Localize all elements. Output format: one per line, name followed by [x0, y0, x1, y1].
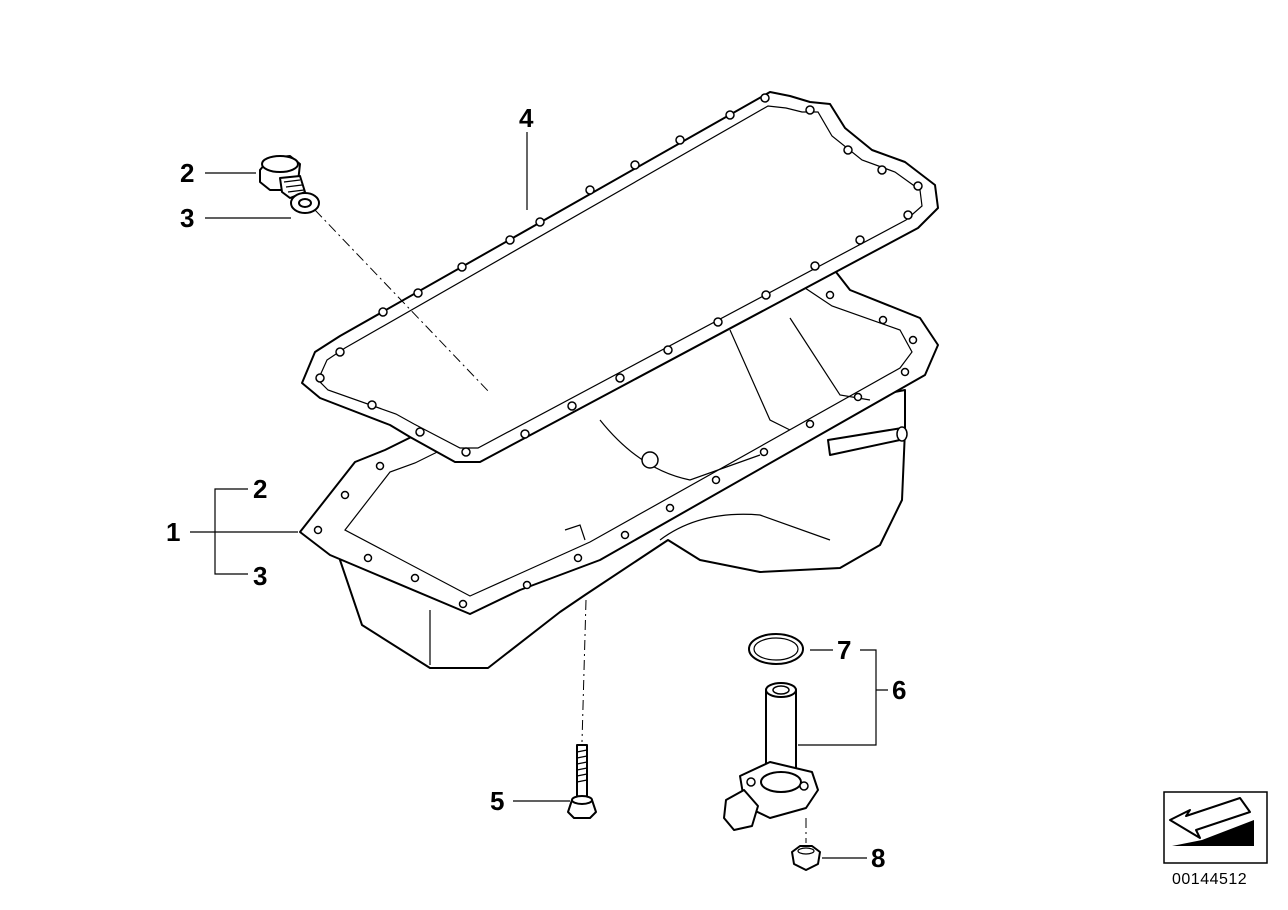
callout-oil-pan: 1	[166, 517, 180, 547]
oil-pan-bolt[interactable]	[567, 744, 597, 819]
sensor-nut[interactable]	[791, 845, 821, 871]
callout-drain-plug-group: 2	[253, 474, 267, 504]
callout-seal-ring: 3	[180, 203, 194, 233]
assembly-lines	[314, 209, 807, 843]
direction-symbol	[1163, 791, 1268, 864]
callout-oil-level-sensor: 6	[892, 675, 906, 705]
diagram-code: 00144512	[1172, 871, 1247, 888]
callout-seal-ring-group: 3	[253, 561, 267, 591]
oil-pan[interactable]	[299, 244, 939, 669]
callout-bolt: 5	[490, 786, 504, 816]
leader-lines	[190, 132, 888, 859]
callout-gasket: 4	[519, 103, 534, 133]
arrow-down-left-icon	[1169, 797, 1254, 846]
oil-level-sensor[interactable]	[723, 682, 819, 831]
oil-pan-gasket[interactable]	[301, 91, 939, 463]
callout-drain-plug: 2	[180, 158, 194, 188]
drain-plug[interactable]	[259, 155, 306, 199]
seal-ring[interactable]	[290, 192, 320, 214]
gasket-holes	[315, 93, 923, 457]
callout-o-ring: 7	[837, 635, 851, 665]
callout-nut: 8	[871, 843, 885, 873]
o-ring[interactable]	[748, 633, 804, 665]
